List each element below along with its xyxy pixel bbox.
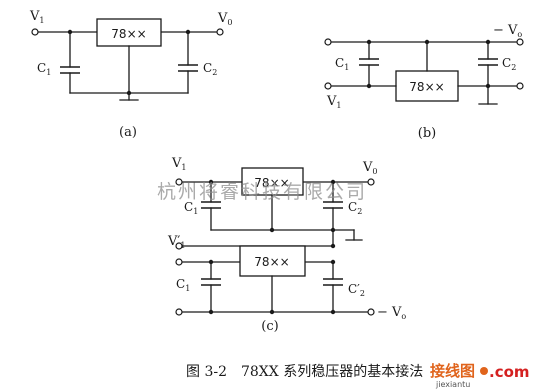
- c1-bottom-label-c: C1: [176, 277, 190, 293]
- gnd-terminal-b-left: [324, 38, 332, 46]
- c2-label-a: C2: [203, 61, 217, 77]
- regulator-a: [96, 18, 162, 47]
- gnd-terminal-c-left: [175, 242, 183, 250]
- vin-label-a: V1: [29, 9, 44, 25]
- output-terminal-c-top: [367, 178, 375, 186]
- circuit-b: 78×× − Vo V1 C1 C2 (b): [324, 23, 524, 141]
- vin-label-b: V1: [326, 94, 341, 110]
- figure-caption: 图 3-2 78XX 系列稳压器的基本接法: [186, 363, 423, 380]
- regulator-a-label: 78××: [111, 27, 146, 41]
- output-terminal-c-bottom: [367, 308, 375, 316]
- vout-neg-label-c: − Vo: [377, 305, 406, 321]
- vout-label-c: V0: [362, 160, 377, 176]
- c2-top-label-c: C2: [348, 200, 362, 216]
- output-terminal-b: [516, 38, 524, 46]
- c2-bottom-label-c: C′2: [348, 282, 365, 298]
- gnd-terminal-c-bottom: [175, 308, 183, 316]
- vout-label-a: V0: [217, 11, 232, 27]
- circuit-b-caption: (b): [418, 126, 436, 141]
- circuit-c: 78×× 78××: [167, 156, 406, 334]
- site-logo: 接线图 .com jiexiantu: [430, 362, 530, 389]
- input-terminal-a: [31, 28, 39, 36]
- output-terminal-a: [216, 28, 224, 36]
- regulator-b-label: 78××: [409, 80, 444, 94]
- gnd-terminal-b-right: [516, 82, 524, 90]
- input-terminal-b: [324, 82, 332, 90]
- circuit-a: 78×× V1 V0 C1 C2 (a): [29, 9, 232, 140]
- c1-label-a: C1: [37, 61, 51, 77]
- regulator-c-top-label: 78××: [254, 176, 289, 190]
- watermark: 杭州将睿科技有限公司: [157, 181, 367, 203]
- regulator-c-bottom: [239, 245, 306, 277]
- c1-label-b: C1: [335, 56, 349, 72]
- circuit-c-caption: (c): [261, 319, 278, 334]
- c2-label-b: C2: [502, 56, 516, 72]
- logo-dot-icon: [480, 367, 488, 375]
- c1-top-label-c: C1: [184, 200, 198, 216]
- vout-label-b: − Vo: [493, 23, 522, 39]
- circuit-a-caption: (a): [119, 125, 137, 140]
- vin-neg-label-c: V′1: [167, 234, 185, 250]
- vin-label-c: V1: [171, 156, 186, 172]
- input-terminal-c-top: [175, 178, 183, 186]
- logo-sub: jiexiantu: [435, 380, 470, 389]
- logo-cn: 接线图: [430, 362, 475, 380]
- regulator-c-bottom-label: 78××: [254, 255, 289, 269]
- input-terminal-c-bottom: [175, 258, 183, 266]
- logo-dotcom: .com: [489, 363, 530, 381]
